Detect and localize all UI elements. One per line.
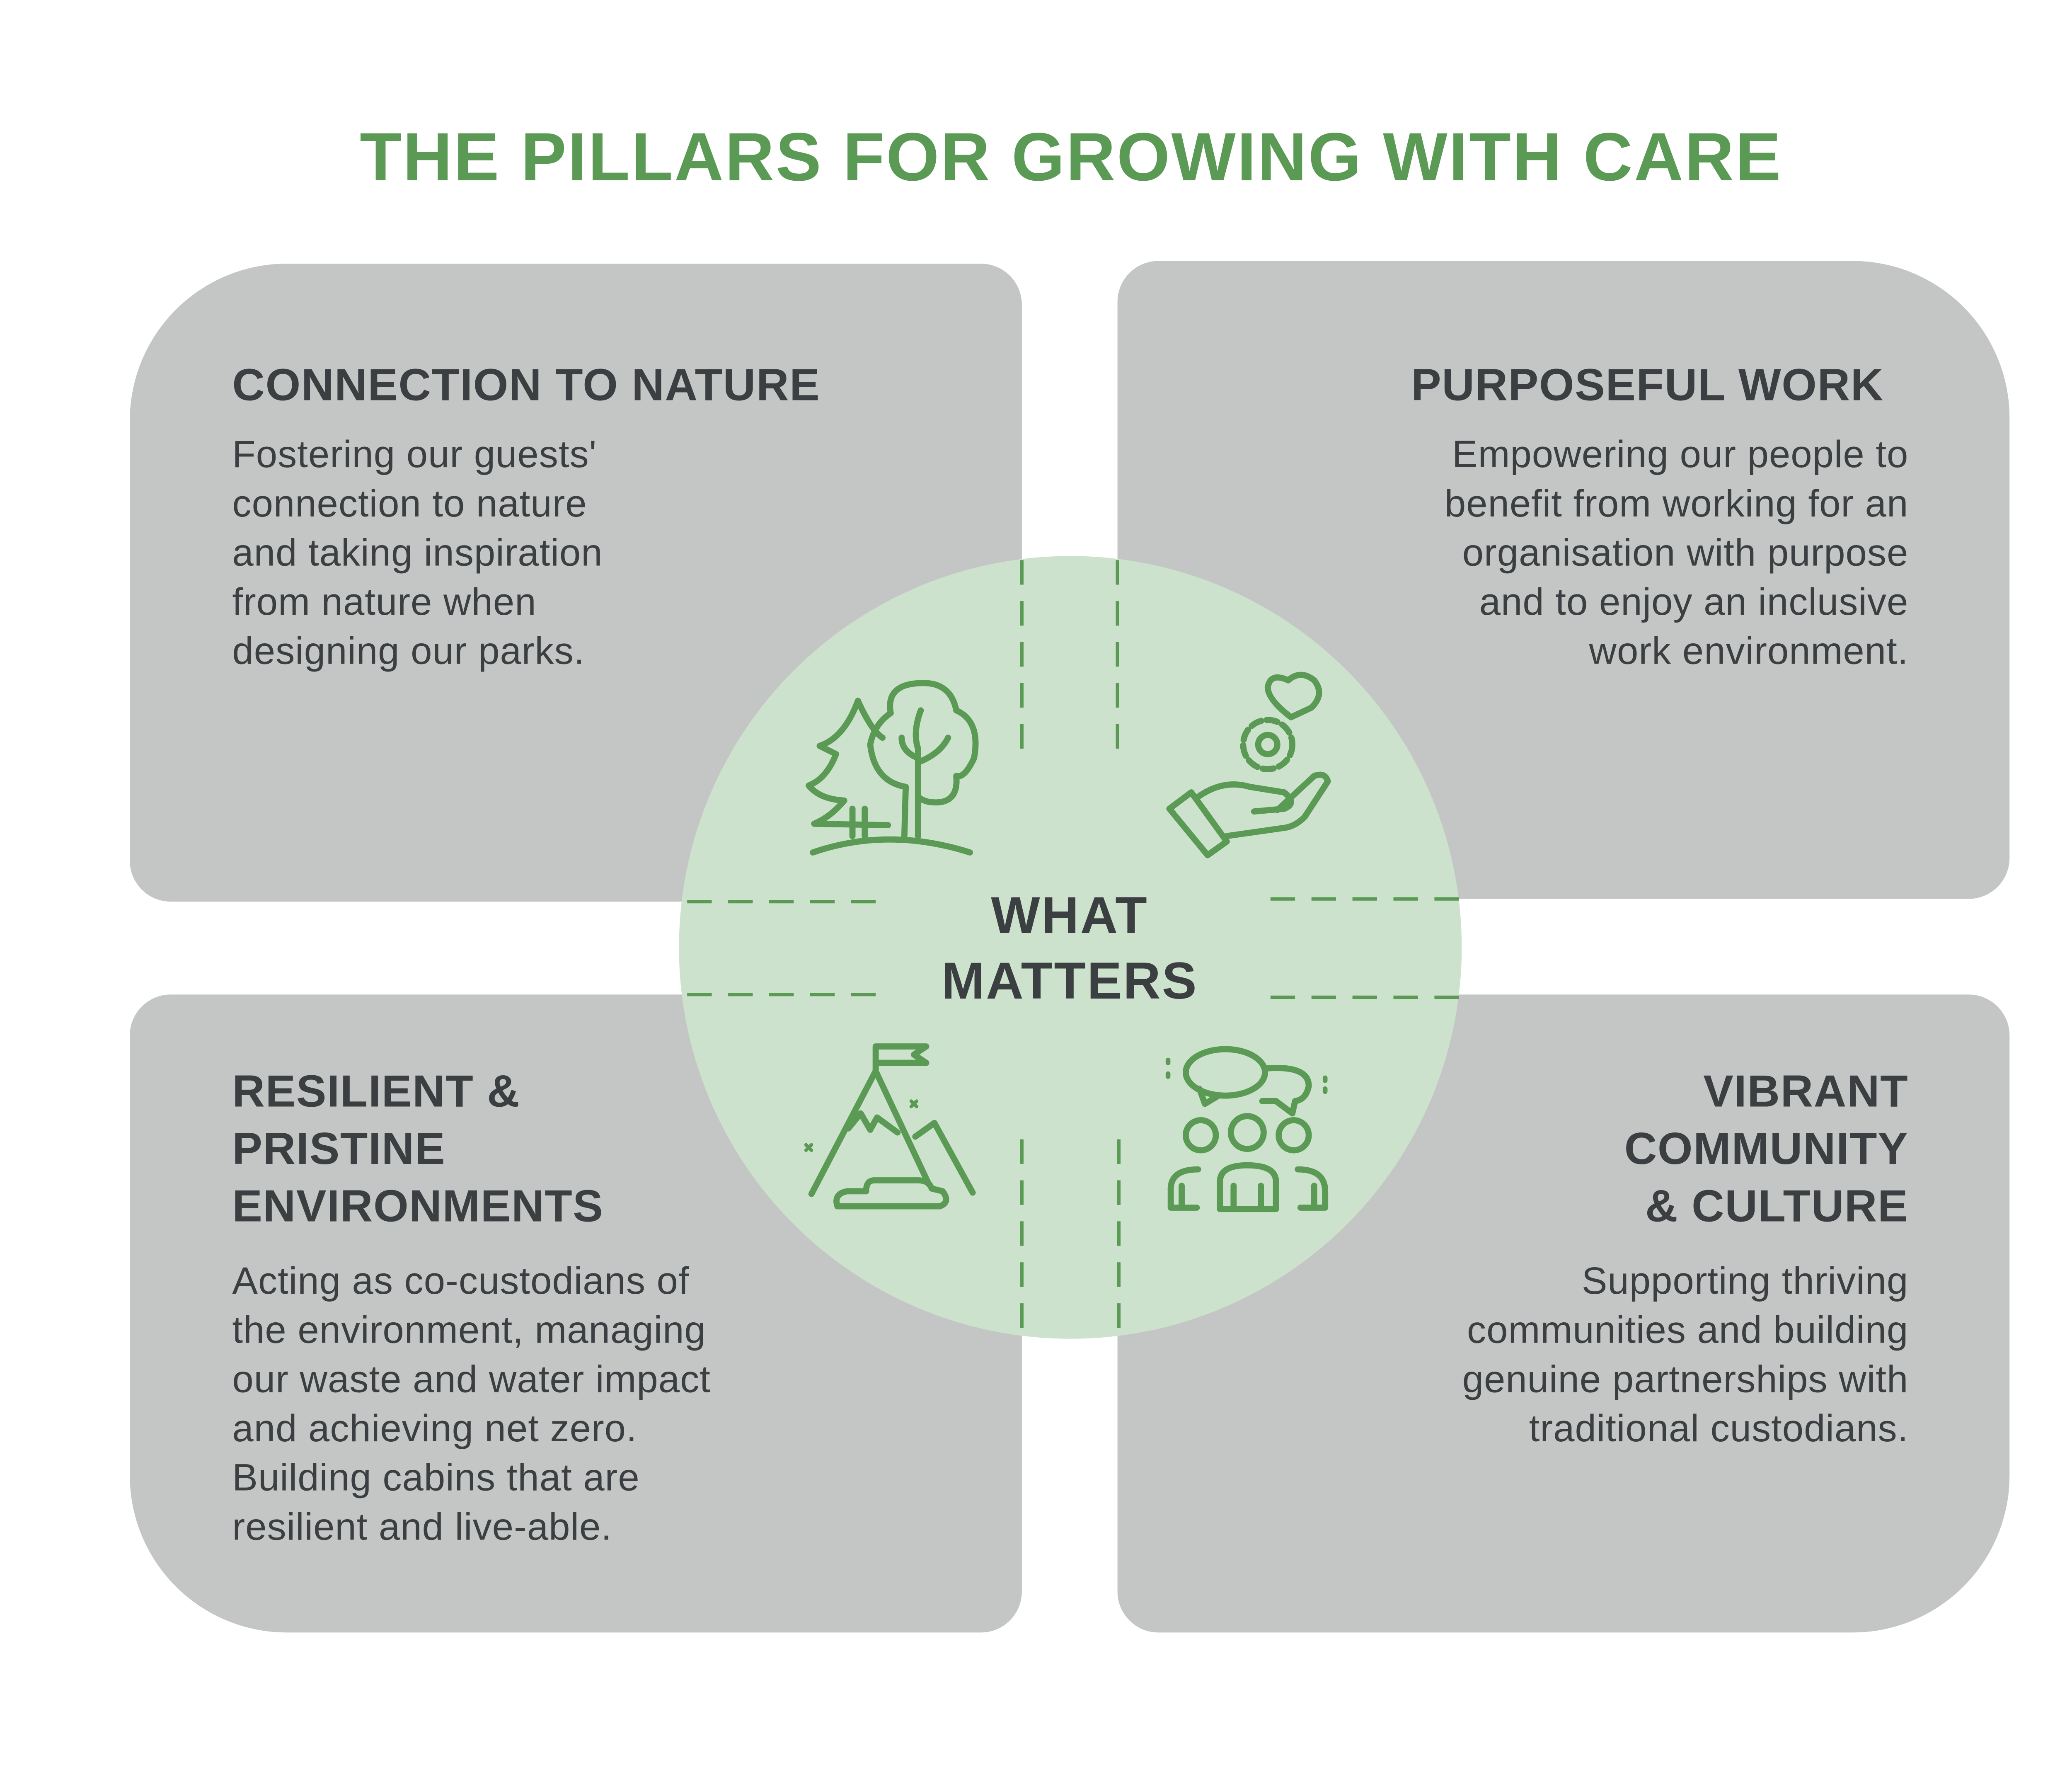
pillar-description: Fostering our guests' connection to natu… <box>232 430 603 676</box>
people-chat-icon <box>1165 1046 1329 1212</box>
text-line: Acting as co-custodians of <box>232 1259 690 1302</box>
pillar-heading: VIBRANT COMMUNITY & CULTURE <box>1624 1063 1909 1235</box>
text-line: our waste and water impact <box>232 1358 711 1401</box>
heading-line: CONNECTION TO NATURE <box>232 359 821 410</box>
heading-line: & CULTURE <box>1645 1180 1909 1231</box>
pillar-description: Supporting thriving communities and buil… <box>1462 1257 1909 1454</box>
heading-line: ENVIRONMENTS <box>232 1180 604 1231</box>
text-line: and achieving net zero. <box>232 1407 637 1450</box>
pillar-connection-to-nature: CONNECTION TO NATURE Fostering our guest… <box>130 264 1022 902</box>
heading-line: PRISTINE <box>232 1123 446 1174</box>
pillar-heading: CONNECTION TO NATURE <box>232 356 820 414</box>
pillar-heading: PURPOSEFUL WORK <box>1411 356 1884 414</box>
text-line: Supporting thriving <box>1581 1259 1909 1302</box>
text-line: work environment. <box>1589 630 1909 672</box>
pillar-description: Empowering our people to benefit from wo… <box>1445 430 1909 676</box>
heading-line: PURPOSEFUL WORK <box>1411 359 1884 410</box>
text-line: and to enjoy an inclusive <box>1479 580 1909 623</box>
heading-line: RESILIENT & <box>232 1065 520 1116</box>
heading-line: VIBRANT <box>1703 1065 1909 1116</box>
pillar-resilient-environments: RESILIENT & PRISTINE ENVIRONMENTS Acting… <box>130 994 1022 1633</box>
text-line: from nature when <box>232 580 537 623</box>
text-line: organisation with purpose <box>1462 531 1909 574</box>
text-line: resilient and live-able. <box>232 1505 612 1548</box>
what-matters-circle <box>679 556 1462 1339</box>
text-line: genuine partnerships with <box>1462 1358 1909 1401</box>
pillar-heading: RESILIENT & PRISTINE ENVIRONMENTS <box>232 1063 603 1235</box>
text-line: and taking inspiration <box>232 531 603 574</box>
text-line: Fostering our guests' <box>232 433 597 475</box>
text-line: communities and building <box>1467 1309 1909 1351</box>
trees-icon <box>806 680 979 856</box>
text-line: connection to nature <box>232 482 587 525</box>
text-line: traditional custodians. <box>1529 1407 1909 1450</box>
text-line: Building cabins that are <box>232 1456 640 1499</box>
center-line: MATTERS <box>941 953 1198 1011</box>
pillar-description: Acting as co-custodians of the environme… <box>232 1257 710 1552</box>
text-line: Empowering our people to <box>1452 433 1909 475</box>
text-line: designing our parks. <box>232 630 585 672</box>
text-line: benefit from working for an <box>1444 482 1909 525</box>
center-label: WHAT MATTERS <box>796 884 1343 1015</box>
text-line: the environment, managing <box>232 1309 706 1351</box>
heading-line: COMMUNITY <box>1624 1123 1909 1174</box>
page-title: THE PILLARS FOR GROWING WITH CARE <box>360 119 1782 196</box>
center-line: WHAT <box>991 888 1149 946</box>
mountain-flag-icon <box>804 1043 976 1210</box>
hand-gear-heart-icon <box>1166 672 1331 858</box>
